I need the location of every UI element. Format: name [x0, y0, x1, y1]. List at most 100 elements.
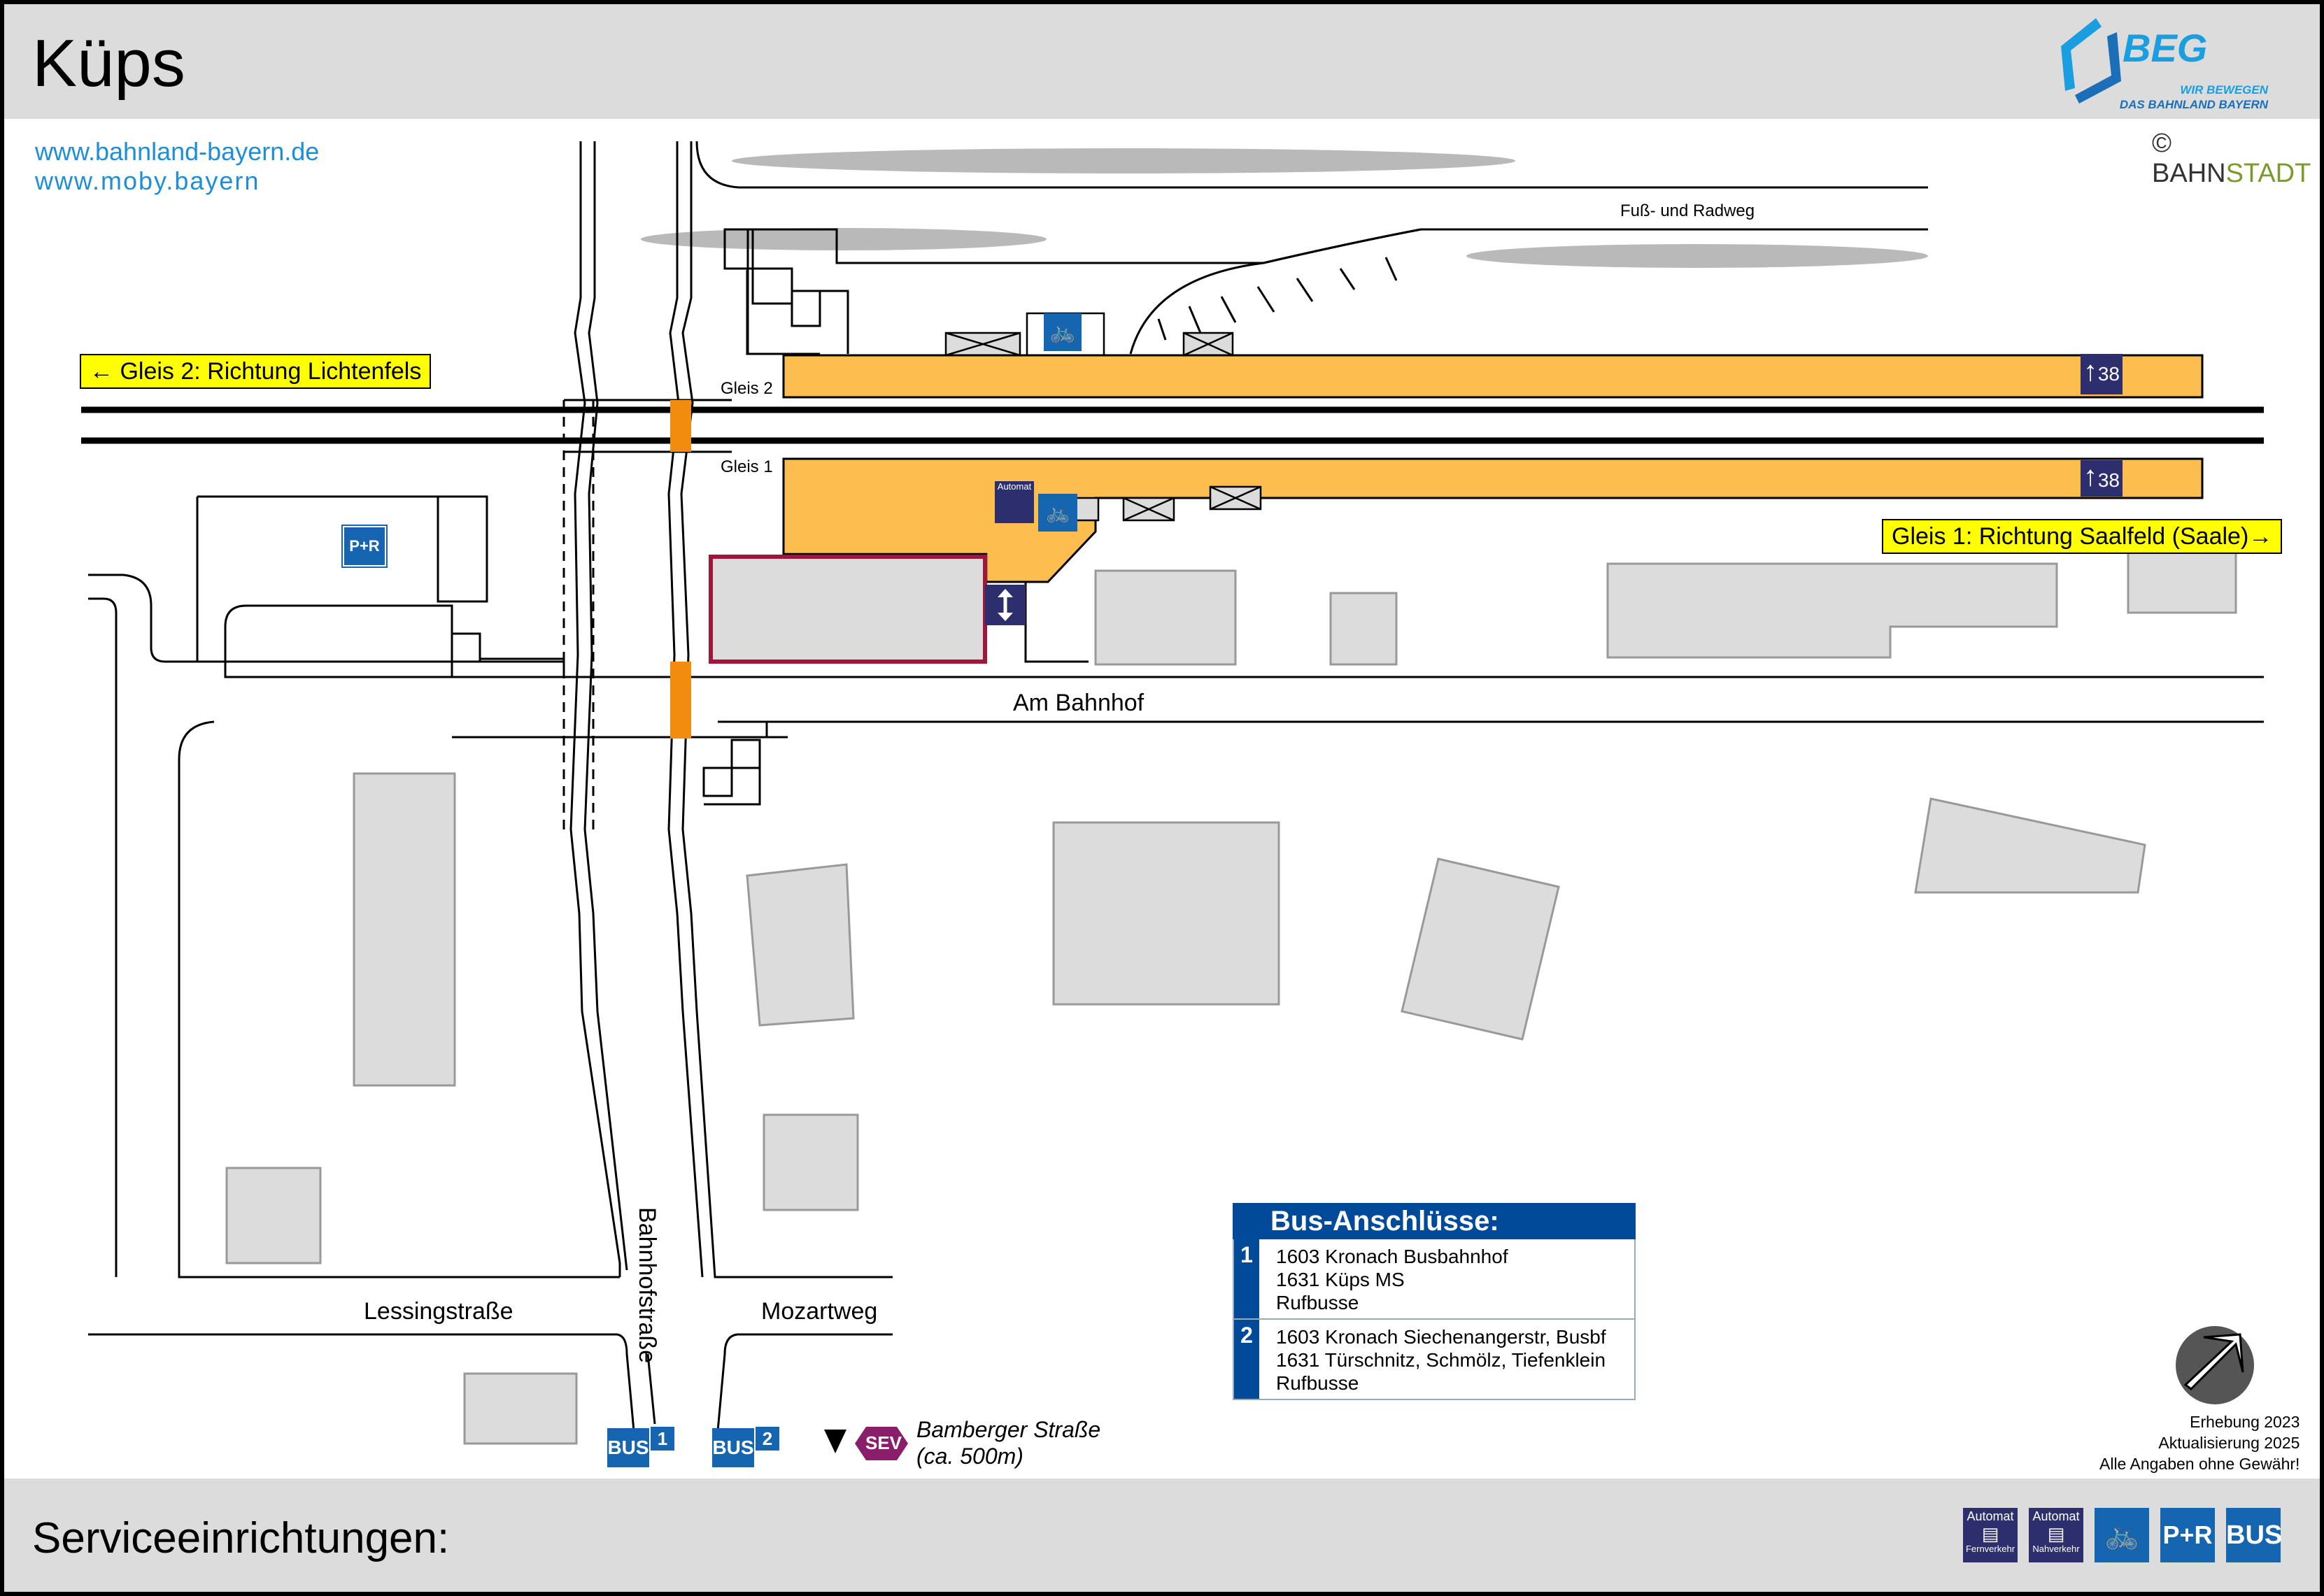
survey-line-3: Alle Angaben ohne Gewähr!	[2099, 1455, 2300, 1473]
bus-line: 1631 Türschnitz, Schmölz, Tiefenklein	[1276, 1349, 1606, 1371]
bus-legend-label: BUS	[2226, 1520, 2283, 1550]
direction-sign-gleis2: ← Gleis 2: Richtung Lichtenfels	[80, 354, 432, 389]
sev-label: SEV	[865, 1432, 902, 1453]
shelters-gleis2	[944, 312, 1234, 357]
ticket-machine-long-distance-bottom: Fernverkehr	[1965, 1544, 2015, 1554]
beg-logo-slogan-1: WIR BEWEGEN	[2180, 83, 2268, 97]
bike-parking-gleis2-icon: 🚲	[1044, 313, 1082, 351]
arrow-right-icon: →	[2248, 523, 2273, 550]
bus-line: 1603 Kronach Siechenangerstr, Busbf	[1276, 1326, 1606, 1348]
bus-connection-row: 1 1603 Kronach Busbahnhof 1631 Küps MS R…	[1233, 1239, 1636, 1320]
direction-gleis1-text: Gleis 1: Richtung Saalfeld (Saale)	[1892, 523, 2249, 550]
bridge-dashes	[562, 400, 595, 829]
stairs-west	[451, 632, 564, 663]
platform-length-value-1: 38	[2097, 469, 2120, 491]
platform-gleis2	[782, 354, 2204, 399]
bus-stop-1-label: BUS	[607, 1437, 649, 1458]
label-am-bahnhof: Am Bahnhof	[1013, 690, 1145, 716]
street-am-bahnhof-lines	[178, 676, 2264, 1278]
link-bahnland-bayern[interactable]: www.bahnland-bayern.de	[35, 137, 320, 166]
ticket-machine-label: Automat	[997, 481, 1032, 492]
ticket-machine-regional-bottom: Nahverkehr	[2032, 1544, 2080, 1554]
hedge-north	[641, 148, 1928, 268]
ticket-machine-symbol-icon: ▤	[2047, 1523, 2065, 1544]
stairs-south	[702, 739, 761, 806]
bus-stop-2-icon: BUS	[712, 1428, 754, 1467]
sev-location-text: Bamberger Straße	[916, 1417, 1101, 1442]
stairs-north	[723, 228, 849, 355]
arrow-left-icon: ←	[90, 358, 120, 385]
bahnhofstrasse-road-lines	[564, 141, 893, 1278]
bike-parking-legend-icon: 🚲	[2095, 1508, 2149, 1562]
beg-logo-mark	[2061, 18, 2121, 104]
ticket-machine-regional-icon: Automat ▤ Nahverkehr	[2029, 1508, 2083, 1562]
bus-line: 1631 Küps MS	[1276, 1269, 1405, 1290]
survey-info: Erhebung 2023 Aktualisierung 2025 Alle A…	[2099, 1411, 2300, 1474]
copyright-symbol: ©	[2152, 129, 2171, 158]
label-gleis1: Gleis 1	[721, 457, 773, 476]
label-lessingstrasse: Lessingstraße	[364, 1298, 513, 1325]
station-building	[709, 555, 987, 664]
bus-line: 1603 Kronach Busbahnhof	[1276, 1246, 1508, 1267]
bus-connections-panel: Bus-Anschlüsse: 1 1603 Kronach Busbahnho…	[1233, 1203, 1636, 1400]
bus-stop-1-num: 1	[657, 1428, 668, 1449]
bus-stop-2-num: 2	[762, 1428, 773, 1449]
beg-logo-text: BEG	[2123, 26, 2207, 70]
park-and-ride-legend-label: P+R	[2162, 1520, 2213, 1549]
beg-logo-slogan-2: DAS BAHNLAND BAYERN	[2120, 98, 2269, 111]
bus-connection-number: 2	[1234, 1320, 1259, 1399]
sev-distance-text: (ca. 500m)	[916, 1444, 1023, 1469]
park-and-ride-legend-icon: P+R	[2160, 1508, 2215, 1562]
sev-arrow-icon	[824, 1430, 846, 1453]
services-label: Serviceeinrichtungen:	[32, 1514, 450, 1562]
label-fuss-radweg: Fuß- und Radweg	[1620, 201, 1755, 220]
platform-length-gleis1: ↑ 38	[2081, 460, 2123, 497]
south-streets	[88, 1333, 893, 1432]
footer-bar: Serviceeinrichtungen: Automat ▤ Fernverk…	[4, 1479, 2320, 1592]
park-and-ride-label: P+R	[349, 537, 380, 555]
elevator-icon	[985, 585, 1026, 625]
header-bar: Küps BEG WIR BEWEGEN DAS BAHNLAND BAYERN	[4, 4, 2320, 119]
beg-logo: BEG WIR BEWEGEN DAS BAHNLAND BAYERN	[2061, 18, 2269, 111]
park-and-ride-area	[196, 495, 565, 678]
railway-tracks	[81, 406, 2264, 444]
direction-sign-gleis1: Gleis 1: Richtung Saalfeld (Saale)→	[1882, 519, 2283, 554]
bahnstadt-copyright: © BAHNSTADT	[2152, 129, 2320, 189]
bus-line: Rufbusse	[1276, 1292, 1359, 1313]
sev-hexagon	[855, 1427, 908, 1460]
copyright-bahn: BAHN	[2152, 159, 2226, 188]
ramp-hatches	[1157, 257, 1398, 341]
park-and-ride-icon: P+R	[343, 526, 386, 567]
bus-stop-2-label: BUS	[712, 1437, 754, 1458]
platform-access-path	[1024, 582, 1089, 663]
ticket-machine-symbol-icon: ▤	[1981, 1523, 1999, 1544]
label-gleis2: Gleis 2	[721, 379, 773, 398]
survey-line-1: Erhebung 2023	[2190, 1413, 2300, 1431]
survey-line-2: Aktualisierung 2025	[2158, 1434, 2300, 1452]
road-west	[88, 573, 197, 1277]
platform-length-value-2: 38	[2097, 363, 2120, 385]
ticket-machine-icon: Automat	[995, 481, 1034, 523]
buildings	[225, 547, 2237, 1445]
copyright-stadt: STADT	[2225, 159, 2311, 188]
bus-connection-number: 1	[1234, 1239, 1259, 1318]
label-mozartweg: Mozartweg	[761, 1298, 878, 1325]
direction-gleis2-text: Gleis 2: Richtung Lichtenfels	[120, 358, 422, 385]
bus-connections-title: Bus-Anschlüsse:	[1233, 1203, 1636, 1239]
north-arrow-icon	[2176, 1326, 2254, 1404]
bus-connection-row: 2 1603 Kronach Siechenangerstr, Busbf 16…	[1233, 1320, 1636, 1400]
crossing-segments	[670, 400, 691, 739]
bus-stop-2-number: 2	[756, 1427, 779, 1451]
station-title: Küps	[32, 26, 185, 101]
bus-stop-1-icon: BUS	[607, 1428, 649, 1467]
platform-length-gleis2: ↑ 38	[2081, 354, 2123, 394]
bus-line: Rufbusse	[1276, 1372, 1359, 1394]
station-plan	[81, 141, 2264, 1460]
bus-legend-icon: BUS	[2226, 1508, 2283, 1562]
label-bahnhofstrasse: Bahnhofstraße	[634, 1207, 660, 1364]
bike-parking-gleis1-icon: 🚲	[1038, 494, 1077, 532]
ticket-machine-long-distance-icon: Automat ▤ Fernverkehr	[1963, 1508, 2018, 1562]
ticket-machine-long-distance-top: Automat	[1967, 1509, 2014, 1523]
link-moby-bayern[interactable]: www.moby.bayern	[35, 166, 260, 195]
